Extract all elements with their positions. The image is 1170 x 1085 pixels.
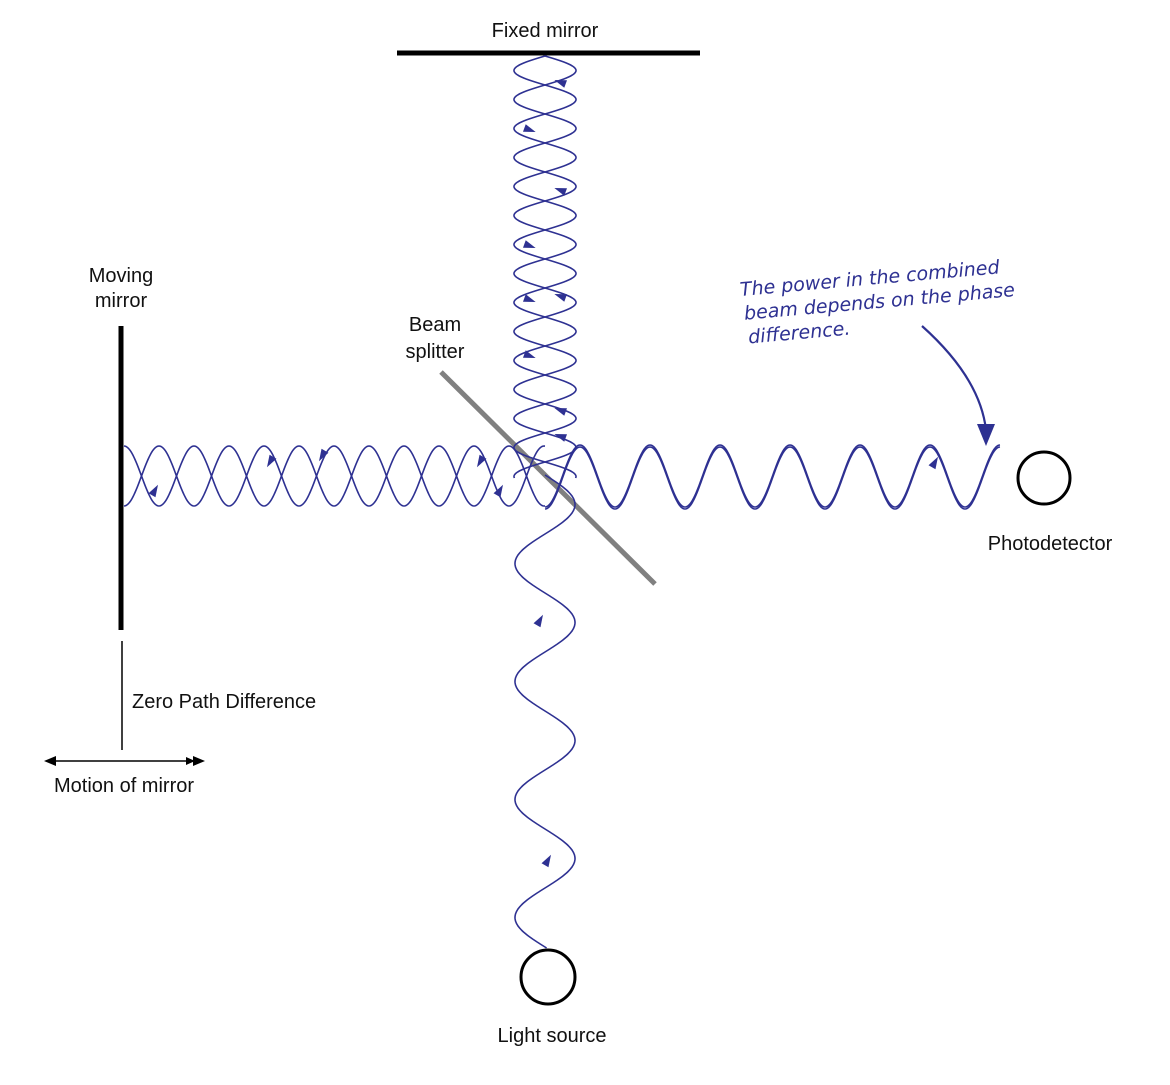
light-source-circle <box>519 948 577 1006</box>
wave-direction-arrowhead <box>554 433 568 442</box>
moving-arm-wave-out <box>123 445 546 507</box>
motion-arrow-left-head <box>44 756 56 766</box>
wave-direction-arrowhead <box>928 456 938 470</box>
zero-path-difference-label: Zero Path Difference <box>132 691 316 713</box>
wave-direction-arrowhead <box>522 350 536 359</box>
wave-direction-arrowhead <box>477 454 487 468</box>
wave-direction-arrowhead <box>493 484 503 498</box>
beam-splitter <box>439 370 657 586</box>
light-source-label: Light source <box>498 1025 607 1047</box>
wave-direction-arrowhead <box>522 294 536 303</box>
source-beam-wave <box>514 474 576 949</box>
moving-mirror-label-line2: mirror <box>95 290 148 312</box>
moving-mirror-label-line1: Moving <box>89 265 153 287</box>
fixed-arm-wave-back <box>513 55 577 479</box>
wave-direction-arrowhead <box>554 293 568 302</box>
motion-of-mirror-label: Motion of mirror <box>54 775 194 797</box>
moving-arm-wave-back <box>123 445 546 507</box>
wave-direction-arrowhead <box>554 187 568 196</box>
wave-direction-arrowhead <box>522 124 536 133</box>
fixed-mirror-label: Fixed mirror <box>492 20 599 42</box>
wave-direction-arrowhead <box>148 484 158 498</box>
fixed-arm-wave-out <box>513 55 577 479</box>
beam-splitter-label-line1: Beam <box>409 314 461 336</box>
output-wave-b <box>544 446 1001 510</box>
annotation-arrow <box>921 325 988 431</box>
wave-direction-arrowhead <box>533 614 543 628</box>
wave-direction-arrowhead <box>319 448 329 462</box>
annotation-arrow-head <box>977 424 995 446</box>
wave-direction-arrowhead <box>267 454 277 468</box>
wave-direction-arrowhead <box>554 407 568 416</box>
beam-splitter-label-line2: splitter <box>406 341 465 363</box>
wave-direction-arrowhead <box>522 240 536 249</box>
wave-direction-arrowhead <box>541 854 551 868</box>
light-waves <box>123 55 1001 949</box>
motion-arrow-right-head <box>193 756 205 766</box>
annotation-note: The power in the combined beam depends o… <box>739 256 1016 348</box>
photodetector-label: Photodetector <box>988 533 1113 555</box>
wave-direction-arrowhead <box>554 79 568 88</box>
photodetector-circle <box>1016 450 1072 506</box>
wave-direction-arrows <box>148 79 938 868</box>
